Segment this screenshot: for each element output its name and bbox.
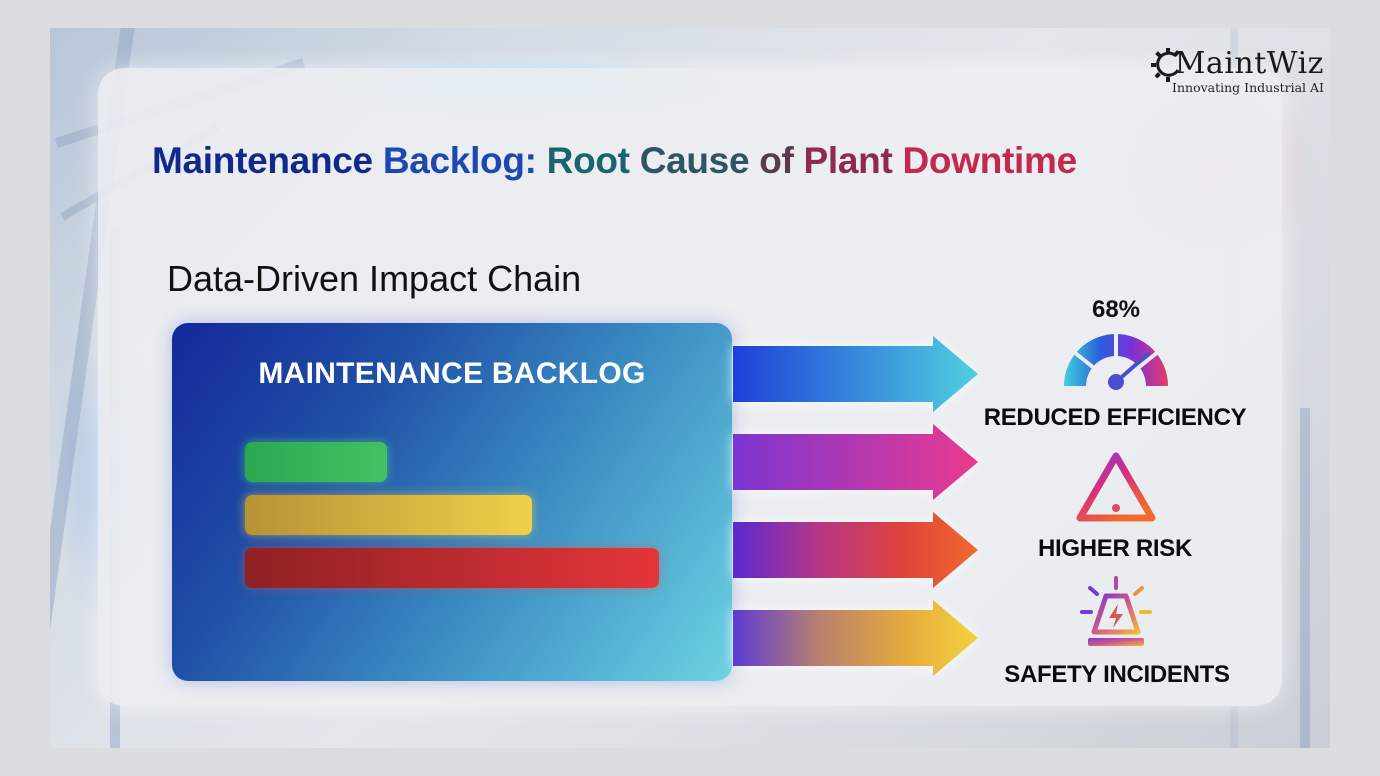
gear-icon	[1150, 48, 1180, 82]
gauge-icon	[1064, 328, 1168, 390]
impact-arrow-risk	[733, 422, 980, 502]
arrow-right-icon	[733, 336, 978, 412]
page-title: Maintenance Backlog: Root Cause of Plant…	[152, 140, 1077, 182]
arrow-right-icon	[733, 600, 978, 676]
title-word: Plant	[803, 140, 893, 181]
backlog-bar-yellow	[245, 495, 532, 535]
impact-label-reduced-efficiency: REDUCED EFFICIENCY	[983, 404, 1247, 431]
arrow-right-icon	[733, 512, 978, 588]
backlog-bar-red	[245, 548, 659, 588]
arrow-right-icon	[733, 424, 978, 500]
title-word: Maintenance	[152, 140, 373, 181]
efficiency-percentage: 68%	[1091, 296, 1141, 323]
warning-triangle-icon	[1076, 452, 1156, 522]
title-word: Cause	[639, 140, 750, 181]
impact-arrow-incidents	[733, 598, 980, 678]
backlog-bar-green	[245, 442, 387, 482]
impact-arrow-efficiency	[733, 334, 980, 414]
impact-label-higher-risk: HIGHER RISK	[1037, 535, 1193, 562]
title-word: of	[759, 140, 794, 181]
impact-arrow-safety	[733, 510, 980, 590]
title-word: Downtime	[902, 140, 1078, 181]
alarm-beacon-icon	[1080, 576, 1152, 646]
title-word: Backlog:	[382, 140, 537, 181]
maintwiz-logo: MaintWiz Innovating Industrial AI	[1150, 46, 1324, 95]
backlog-header: MAINTENANCE BACKLOG	[258, 357, 646, 390]
section-subtitle: Data-Driven Impact Chain	[167, 258, 582, 299]
logo-name: MaintWiz	[1174, 46, 1324, 81]
logo-tagline: Innovating Industrial AI	[1172, 80, 1324, 95]
maintenance-backlog-panel: MAINTENANCE BACKLOG	[172, 323, 732, 681]
impact-label-safety-incidents: SAFETY INCIDENTS	[1004, 661, 1230, 688]
title-word: Root	[546, 140, 630, 181]
